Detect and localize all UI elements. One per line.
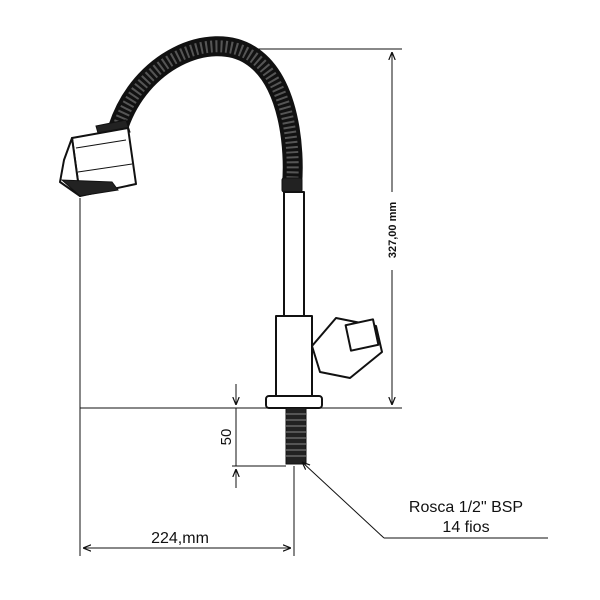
height-dimension: [250, 48, 402, 409]
spray-head: [59, 119, 137, 197]
spout-tube: [283, 191, 305, 318]
thread-callout-line1: Rosca 1/2" BSP: [409, 499, 523, 516]
height-dimension-label: 327,00 mm: [387, 202, 399, 258]
valve-body: [275, 315, 383, 403]
thread-callout-line2: 14 fios: [442, 519, 489, 536]
flexible-hose: [108, 36, 303, 186]
hose-ring: [281, 177, 303, 193]
thread-dimension: [232, 384, 286, 488]
base-flange: [265, 395, 323, 409]
thread-dimension-label: 50: [218, 429, 235, 446]
thread-callout-leader: [302, 462, 548, 539]
width-dimension-label: 224,mm: [151, 530, 209, 547]
threaded-shank: [285, 407, 307, 465]
